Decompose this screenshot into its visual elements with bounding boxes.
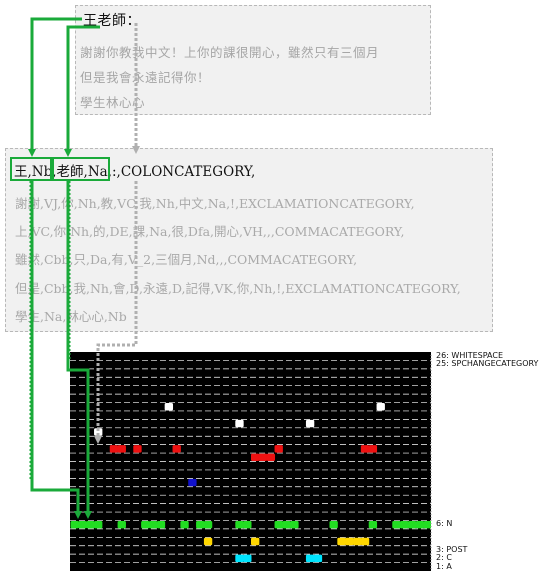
grid-cell: [305, 419, 315, 428]
arrow-green-tag-wang-to-grid: [30, 181, 82, 519]
tagged-text-line: 雖然,Cbb,只,Da,有,V_2,三個月,Nd,,,COMMACATEGORY…: [15, 252, 358, 267]
grid-cell: [172, 445, 181, 453]
grid-cell: [133, 445, 142, 453]
grid-cell: [196, 520, 205, 529]
source-text-line: 謝謝你教我中文！上你的課很開心，雖然只有三個月: [80, 45, 380, 60]
grid-cell: [415, 520, 425, 529]
grid-cell: [94, 520, 103, 529]
grid-cell: [274, 445, 283, 453]
highlight-box-wang: [10, 157, 52, 181]
arrow-grey-tag-colon-to-grid: [94, 181, 138, 444]
grid-axis-label: 26: WHITESPACE: [436, 351, 504, 360]
grid-axis-label: 1: A: [436, 561, 452, 571]
grid-cell: [86, 520, 95, 529]
grid-cell: [376, 403, 385, 411]
grid-cell: [274, 520, 283, 529]
grid-cell: [243, 520, 252, 529]
grid-cell: [203, 520, 213, 529]
grid-cell: [156, 520, 166, 529]
grid-cell: [70, 520, 79, 529]
grid-cell: [392, 520, 401, 529]
tagged-segment-laoshi: 老師,Na,: [56, 164, 112, 180]
grid-cell: [235, 554, 244, 563]
grid-cell: [235, 419, 244, 428]
source-text-box: [75, 5, 431, 115]
grid-axis-label: 3: POST: [436, 544, 468, 554]
source-text-line: 但是我會永遠記得你！: [80, 70, 211, 85]
grid-cell: [109, 445, 119, 453]
grid-cell: [282, 520, 291, 529]
tagged-text-box: [5, 148, 493, 332]
grid-cell: [117, 445, 126, 453]
tagged-segment-wang: 王,Nb,: [14, 164, 57, 180]
grid-cell: [423, 520, 431, 529]
grid-cell: [235, 520, 244, 529]
highlight-box-laoshi: [52, 157, 110, 181]
arrow-green-tag-laoshi-to-grid: [66, 181, 92, 519]
grid-cell: [290, 520, 299, 529]
grid-cell: [329, 520, 338, 529]
tagged-text-line: 學生,Na,林心心,Nb: [15, 309, 127, 324]
grid-cell: [368, 520, 378, 529]
grid-cell: [305, 554, 315, 563]
grid-cell: [188, 478, 197, 487]
arrow-green-wang-to-tag: [28, 17, 82, 157]
tagged-text-first-line: 王,Nb,老師,Na,:,COLONCATEGORY,: [14, 160, 255, 180]
grid-cell: [94, 428, 103, 436]
grid-axis-label: 25: SPCHANGECATEGORY: [436, 359, 539, 369]
grid-cell: [407, 520, 417, 529]
grid-cell: [360, 537, 370, 546]
grid-cell: [266, 453, 276, 461]
grid-cell: [400, 520, 409, 529]
tagged-text-line: 但是,Cbb,我,Nh,會,D,永遠,D,記得,VK,你,Nh,!,EXCLAM…: [15, 281, 461, 296]
grid-axis-label: 2: C: [436, 553, 452, 563]
grid-cell: [117, 520, 126, 529]
tagged-segment-colon: :,COLONCATEGORY,: [112, 164, 256, 180]
grid-cell: [345, 537, 354, 546]
grid-cell: [141, 520, 150, 529]
source-text-header: 王老師：: [83, 13, 141, 29]
grid-cell: [251, 453, 260, 461]
grid-cell: [258, 453, 268, 461]
tagged-text-line: 上,VC,你,Nh,的,DE,課,Na,很,Dfa,開心,VH,,,COMMAC…: [15, 224, 405, 239]
grid-cell: [368, 445, 378, 453]
grid-cell: [353, 537, 362, 546]
grid-cell: [164, 403, 174, 411]
grid-axis-label: 6: N: [436, 519, 453, 529]
grid-cell: [251, 537, 260, 546]
grid-cell: [180, 520, 189, 529]
grid-cell: [243, 554, 252, 563]
grid-cell: [313, 554, 323, 563]
grid-cell: [78, 520, 87, 529]
tag-encoding-grid: [70, 352, 431, 571]
arrow-green-laoshi-to-tag: [64, 25, 100, 157]
grid-cell: [360, 445, 370, 453]
source-text-line: 學生林心心: [80, 95, 146, 110]
grid-cell: [337, 537, 346, 546]
tagged-text-line: 謝謝,VJ,你,Nh,教,VC,我,Nh,中文,Na,!,EXCLAMATION…: [15, 196, 415, 211]
grid-cell: [148, 520, 158, 529]
grid-cell: [203, 537, 213, 546]
